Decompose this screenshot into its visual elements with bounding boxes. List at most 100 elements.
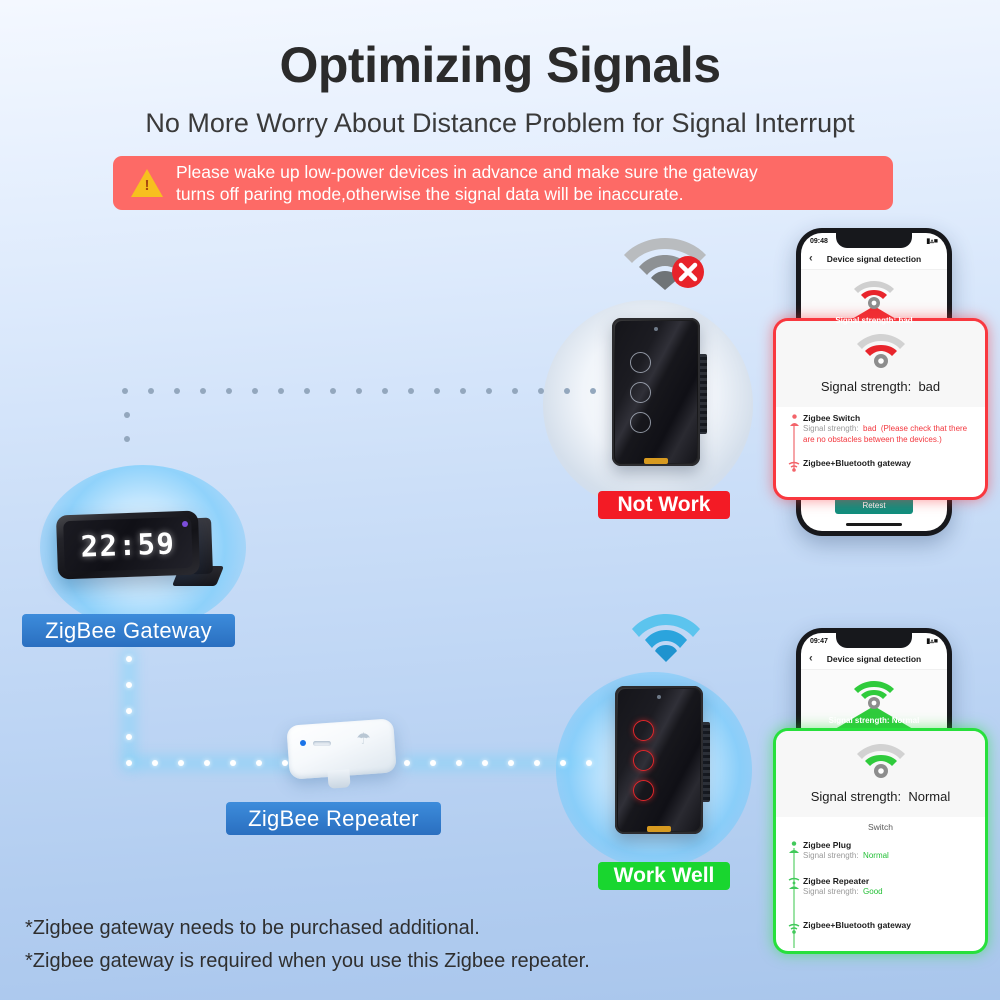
- path-dot: [230, 760, 236, 766]
- statusbar-time: 09:47: [810, 637, 828, 645]
- path-dot: [404, 760, 410, 766]
- wifi-ok-icon: [630, 608, 702, 667]
- card-bad-node-list: Zigbee Switch Signal strength: bad (Plea…: [776, 407, 985, 490]
- switch-button-1: [630, 352, 651, 373]
- repeater-led-icon: [300, 740, 306, 746]
- card-bad-header: Signal strength: bad: [776, 321, 985, 407]
- back-arrow-icon[interactable]: ‹: [809, 652, 813, 665]
- page-subtitle: No More Worry About Distance Problem for…: [145, 108, 855, 138]
- switch-button-3: [633, 780, 654, 801]
- wifi-good-icon: [854, 681, 894, 709]
- switch-button-1: [633, 720, 654, 741]
- warning-text: Please wake up low-power devices in adva…: [176, 161, 758, 206]
- gateway-icon: [785, 458, 803, 477]
- warning-triangle-icon: !: [131, 166, 165, 200]
- path-dot: [126, 760, 132, 766]
- zigbee-repeater-icon: [785, 876, 803, 896]
- path-dot: [126, 656, 132, 662]
- path-dot: [124, 412, 130, 418]
- navbar-title: Device signal detection: [826, 254, 922, 264]
- statusbar-time: 09:48: [810, 237, 828, 245]
- path-dot: [122, 388, 128, 394]
- result-card-bad: Signal strength: bad Zigbee Switch Signa…: [773, 318, 988, 500]
- node-gateway: Zigbee+Bluetooth gateway: [785, 458, 976, 477]
- path-dot: [430, 760, 436, 766]
- node-title: Zigbee Plug: [803, 840, 852, 850]
- navbar-title: Device signal detection: [826, 654, 922, 664]
- wifi-bad-icon: [856, 334, 905, 368]
- strength-label: Signal strength:: [820, 379, 912, 394]
- phone-notch: [836, 233, 912, 248]
- zigbee-switch-icon: [785, 413, 803, 432]
- switch-button-2: [630, 382, 651, 403]
- path-dot: [256, 760, 262, 766]
- label-zigbee-gateway: ZigBee Gateway: [22, 614, 235, 647]
- path-dot: [330, 388, 336, 394]
- clock-indicator-icon: [182, 521, 188, 527]
- status-badge-work-well: Work Well: [598, 862, 730, 890]
- path-dot: [534, 760, 540, 766]
- strength-label: Signal strength:: [810, 789, 902, 804]
- node-sub-value: Normal: [863, 851, 889, 860]
- node-gateway: Zigbee+Bluetooth gateway: [785, 920, 976, 939]
- node-sub-label: Signal strength:: [803, 424, 859, 433]
- path-dot: [586, 760, 592, 766]
- node-subtitle: Signal strength: Normal: [803, 851, 976, 862]
- path-dot: [152, 760, 158, 766]
- path-dot: [200, 388, 206, 394]
- node-title: Zigbee+Bluetooth gateway: [803, 919, 911, 930]
- node-zigbee-switch: Zigbee Switch Signal strength: bad (Plea…: [785, 413, 976, 446]
- warning-line-1: Please wake up low-power devices in adva…: [176, 161, 758, 182]
- switch-led-icon: [654, 327, 658, 331]
- path-dot: [512, 388, 518, 394]
- usb-plug-icon: [327, 769, 351, 789]
- path-dot: [126, 708, 132, 714]
- wifi-bad-icon: [854, 281, 894, 309]
- page-title: Optimizing Signals: [279, 37, 721, 93]
- statusbar-icons: ▮▵■: [926, 238, 938, 245]
- clock-time-display: 22:59: [80, 525, 176, 564]
- path-dot: [126, 682, 132, 688]
- node-sub-label: Signal strength:: [803, 886, 859, 896]
- statusbar-icons: ▮▵■: [926, 638, 938, 645]
- retest-button[interactable]: Retest: [835, 497, 913, 514]
- path-dot: [482, 760, 488, 766]
- switch-button-3: [630, 412, 651, 433]
- path-dot: [460, 388, 466, 394]
- phone-navbar: ‹ Device signal detection: [801, 249, 947, 270]
- path-dot: [486, 388, 492, 394]
- phone-statusbar: 09:47 ▮▵■: [801, 633, 947, 649]
- path-dot: [204, 760, 210, 766]
- path-dot: [252, 388, 258, 394]
- card-good-node-list: Zigbee Plug Signal strength: Normal: [776, 834, 985, 951]
- strength-value: Normal: [908, 789, 951, 804]
- path-dot: [282, 760, 288, 766]
- footnote-1: *Zigbee gateway needs to be purchased ad…: [25, 917, 480, 939]
- phone-notch: [836, 633, 912, 648]
- node-zigbee-plug: Zigbee Plug Signal strength: Normal: [785, 840, 976, 862]
- node-sub-note: (Please check that there are no obstacle…: [803, 424, 968, 444]
- path-dot: [174, 388, 180, 394]
- path-dot: [126, 734, 132, 740]
- node-title: Zigbee Repeater: [803, 875, 870, 886]
- path-dot: [456, 760, 462, 766]
- node-title: Zigbee Switch: [803, 413, 861, 423]
- zigbee-plug-icon: [785, 840, 803, 859]
- footnote-2: *Zigbee gateway is required when you use…: [25, 950, 590, 972]
- node-title: Zigbee+Bluetooth gateway: [803, 457, 911, 468]
- back-arrow-icon[interactable]: ‹: [809, 252, 813, 265]
- home-indicator: [846, 523, 902, 526]
- path-dot: [148, 388, 154, 394]
- path-dot: [356, 388, 362, 394]
- node-zigbee-repeater: Zigbee Repeater Signal strength: Good: [785, 876, 976, 898]
- node-subtitle: Signal strength: Good: [803, 887, 976, 898]
- zigbee-gateway-clock: 22:59: [55, 510, 201, 580]
- phone-statusbar: 09:48 ▮▵■: [801, 233, 947, 249]
- gateway-icon: [785, 920, 803, 939]
- strength-value: bad: [918, 379, 941, 394]
- card-good-subheader: Switch: [776, 817, 985, 834]
- path-dot: [226, 388, 232, 394]
- switch-button-2: [633, 750, 654, 771]
- phone-navbar: ‹ Device signal detection: [801, 649, 947, 670]
